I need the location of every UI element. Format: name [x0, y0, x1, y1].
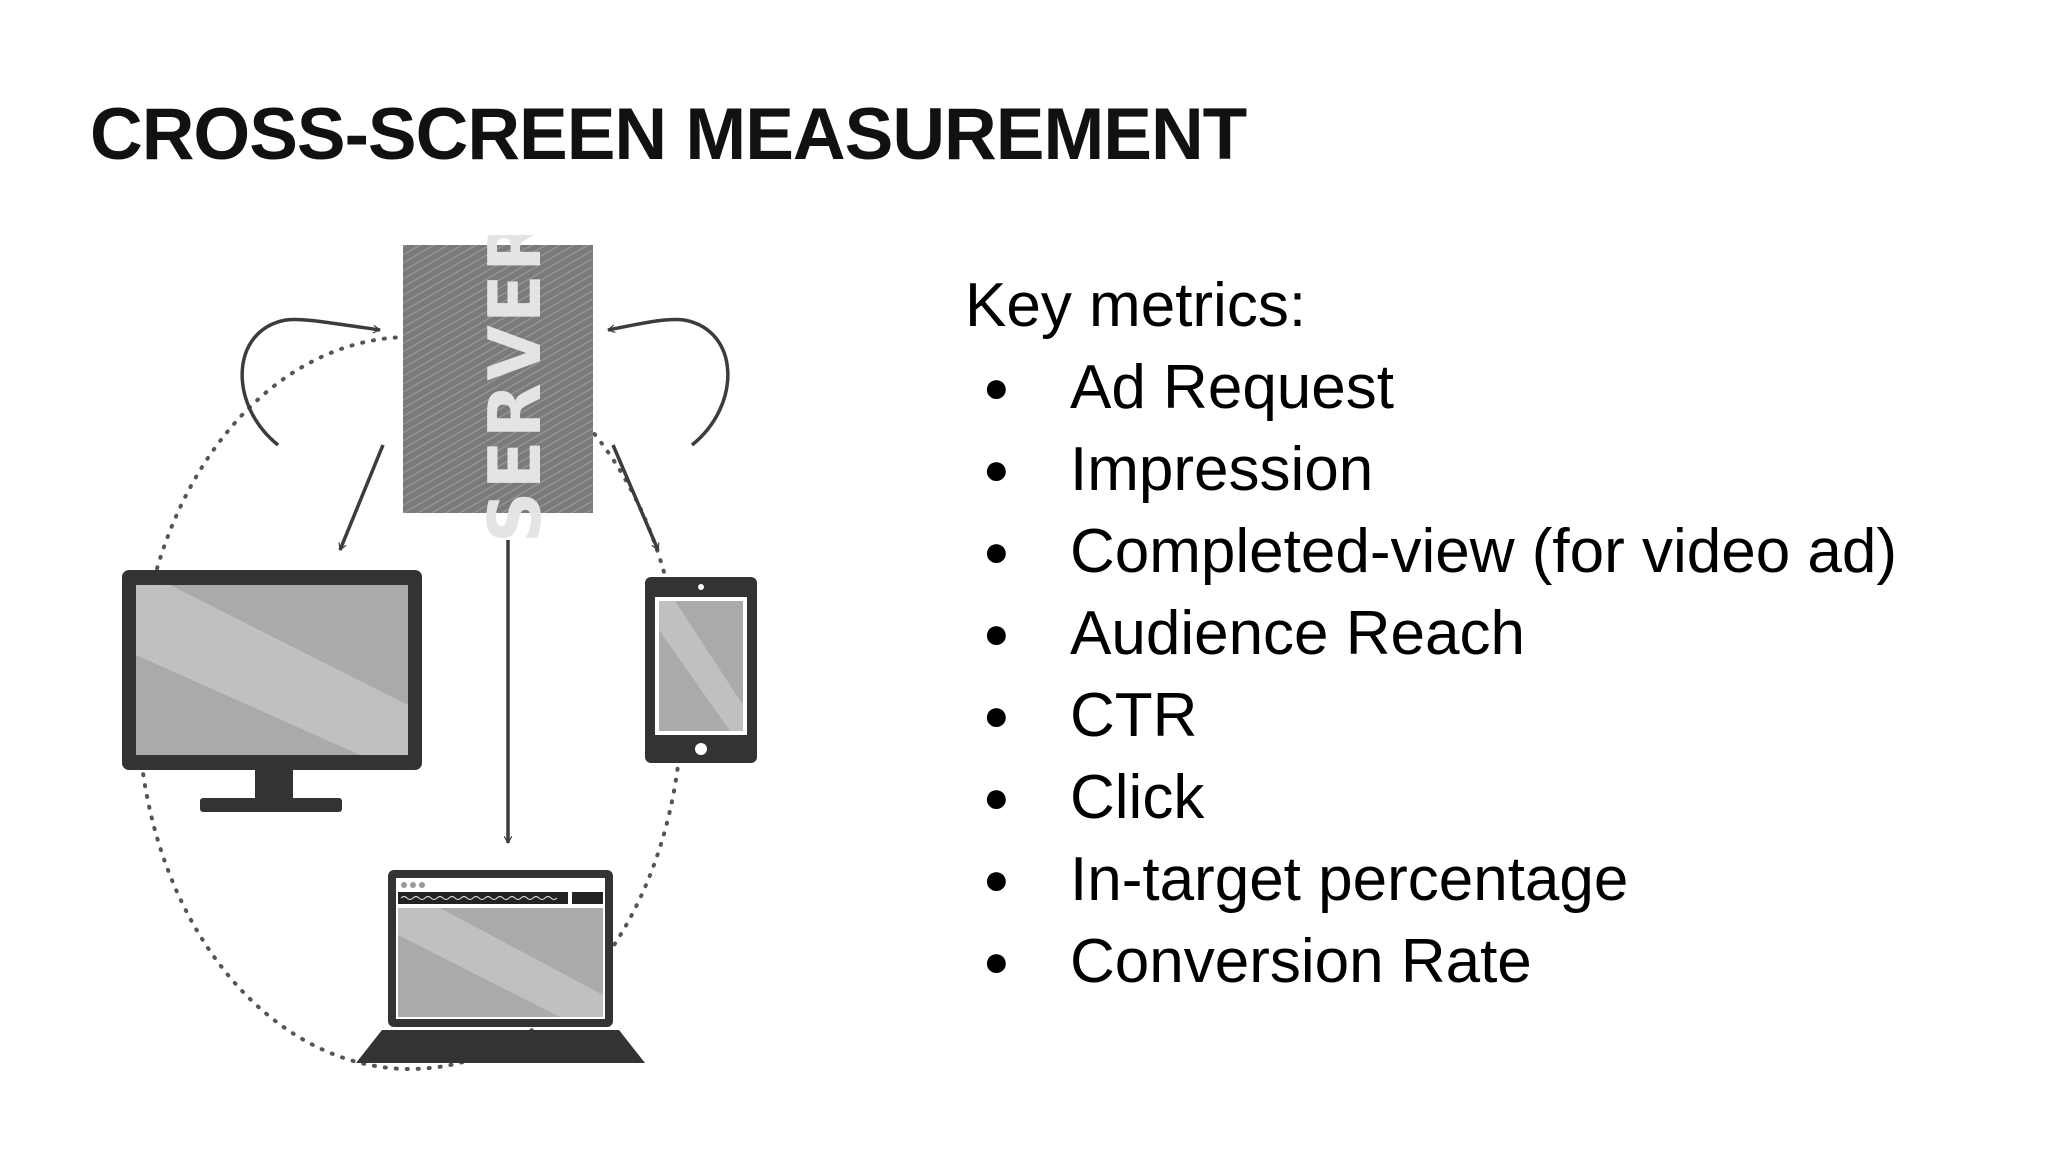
bullet-icon: ● — [983, 363, 1010, 412]
metric-item: ● Impression — [965, 429, 1373, 511]
metric-item: ● Conversion Rate — [965, 921, 1532, 1003]
metric-item: ● CTR — [965, 675, 1306, 757]
bullet-icon: ● — [983, 691, 1010, 740]
bullet-icon: ● — [983, 773, 1010, 822]
server-block: SERVER — [403, 235, 593, 543]
key-metrics-list: ● Ad Request ● Impression ● Completed-vi… — [965, 347, 1897, 1003]
metric-item: ● Completed-view (for video ad) — [965, 511, 1897, 593]
metric-label: CTR — [1070, 681, 1198, 750]
key-metrics-heading: Key metrics: — [965, 271, 1307, 340]
curved-arrow-right — [607, 317, 730, 447]
arrow-to-monitor — [338, 444, 385, 551]
cross-screen-diagram: SERVER — [122, 235, 757, 1071]
metric-item: ● Ad Request — [965, 347, 1394, 429]
metric-item: ● In-target percentage — [965, 839, 1628, 921]
monitor-icon — [122, 570, 422, 812]
metric-label: Conversion Rate — [1070, 927, 1532, 996]
key-metrics-section: Key metrics: ● Ad Request ● Impression ●… — [965, 265, 1897, 1003]
laptop-icon — [356, 870, 645, 1063]
bullet-icon: ● — [983, 855, 1010, 904]
arrow-to-tablet — [611, 444, 660, 551]
metric-label: Click — [1070, 763, 1205, 832]
metric-item: ● Audience Reach — [965, 593, 1525, 675]
metric-label: Ad Request — [1070, 353, 1394, 422]
bullet-icon: ● — [983, 609, 1010, 658]
metric-label: In-target percentage — [1070, 845, 1629, 914]
metric-label: Audience Reach — [1070, 599, 1525, 668]
metric-item: ● Click — [965, 757, 1306, 839]
bullet-icon: ● — [983, 527, 1010, 576]
bullet-icon: ● — [983, 445, 1010, 494]
bullet-icon: ● — [983, 937, 1010, 986]
tablet-icon — [645, 577, 757, 763]
curved-arrow-left — [240, 317, 381, 447]
slide-title: CROSS-SCREEN MEASUREMENT — [90, 94, 1247, 175]
server-label: SERVER — [473, 235, 557, 543]
metric-label: Impression — [1070, 435, 1374, 504]
metric-label: Completed-view (for video ad) — [1070, 517, 1898, 586]
